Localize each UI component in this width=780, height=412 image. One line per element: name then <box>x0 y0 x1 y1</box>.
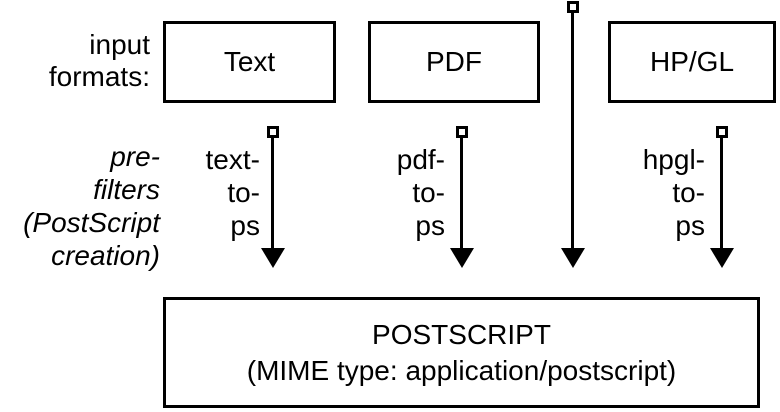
postscript-box-subtitle: (MIME type: application/postscript) <box>246 354 677 386</box>
format-box-text: Text <box>163 21 336 103</box>
postscript-box-title: POSTSCRIPT <box>372 318 551 350</box>
arrow-line <box>460 137 463 248</box>
filter-label-pdftops: pdf- to- ps <box>396 144 445 241</box>
filter-label-texttops: text- to- ps <box>205 144 260 241</box>
arrow-tail-square-icon <box>567 1 579 13</box>
arrow-head-icon <box>450 248 474 268</box>
arrow-tail-square-icon <box>456 126 468 138</box>
arrow-line <box>571 12 574 248</box>
format-box-pdf: PDF <box>368 21 540 103</box>
arrow-head-icon <box>261 248 285 268</box>
format-box-hpgl: HP/GL <box>608 21 776 103</box>
pre-filters-label: pre- filters (PostScript creation) <box>23 141 160 271</box>
format-box-pdf-label: PDF <box>426 46 482 77</box>
arrow-line <box>271 137 274 248</box>
arrow-tail-square-icon <box>267 126 279 138</box>
arrow-line <box>720 137 723 248</box>
format-box-text-label: Text <box>223 46 276 77</box>
postscript-box: POSTSCRIPT (MIME type: application/posts… <box>163 297 760 408</box>
arrow-head-icon <box>710 248 734 268</box>
filter-label-hpgltops: hpgl- to- ps <box>642 144 705 241</box>
arrow-tail-square-icon <box>716 126 728 138</box>
arrow-head-icon <box>561 248 585 268</box>
input-formats-label: input formats: <box>48 29 150 92</box>
format-box-hpgl-label: HP/GL <box>649 46 735 77</box>
